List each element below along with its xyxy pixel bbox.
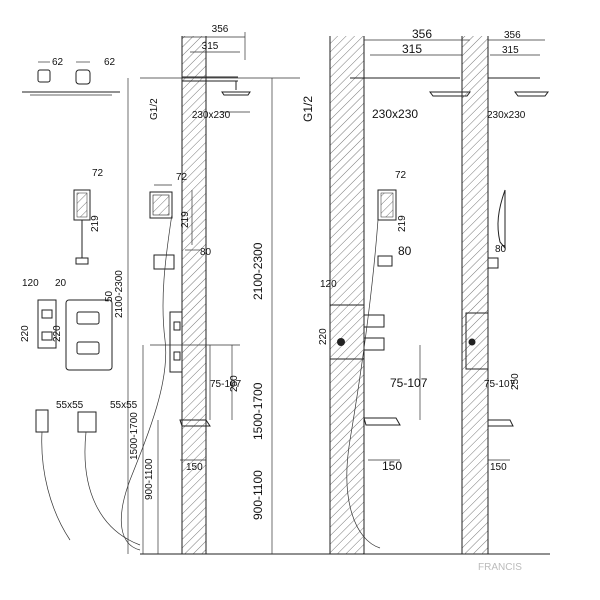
- wall-hatch: [182, 36, 206, 554]
- inlet-label: G1/2: [149, 98, 160, 120]
- right-hose: [346, 219, 381, 549]
- dim-arm-length: 315: [202, 41, 219, 52]
- dim-arm-offset-a: 62: [52, 57, 64, 68]
- dim-valve-body: 120: [22, 278, 39, 289]
- dim-head-height: 2100-2300: [114, 270, 125, 318]
- b-handheld: [497, 189, 506, 250]
- dim-right-spout-len: 150: [382, 459, 402, 473]
- right-elevation-a: 356 315 230x230 G1/2 72 219 80 120 220 7…: [251, 27, 550, 555]
- dim-handheld-width: 72: [176, 172, 188, 183]
- dim-valve-small-b: 50: [104, 290, 115, 302]
- dim-valve-body-h: 220: [20, 325, 31, 342]
- dim-right-arm-length: 315: [402, 42, 422, 56]
- dim-head-size: 230x230: [192, 110, 231, 121]
- dim-right-head-height: 2100-2300: [251, 242, 265, 300]
- dim-spout-length: 150: [186, 462, 203, 473]
- hose-left: [120, 213, 173, 551]
- outlet-front: [77, 411, 97, 433]
- dim-right-valve-height: 1500-1700: [251, 382, 265, 440]
- valve-side-view: [37, 299, 57, 349]
- dim-b-holder: 80: [495, 244, 507, 255]
- dim-valve-front-h: 220: [52, 325, 63, 342]
- dim-spout-height: 900-1100: [144, 458, 155, 500]
- handheld-head-front: [149, 191, 173, 219]
- b-valve-plate: [465, 312, 489, 370]
- dim-right-head-size: 230x230: [372, 107, 418, 121]
- dim-right-handheld-length: 219: [397, 215, 408, 232]
- outlet-side: [35, 409, 49, 433]
- dim-right-valve-box-h: 220: [318, 328, 329, 345]
- hand-shower-holder: [153, 254, 175, 270]
- valve-front-plate: [65, 299, 113, 371]
- dim-right-handheld-width: 72: [395, 170, 407, 181]
- watermark: FRANCIS: [478, 562, 522, 573]
- right-inlet-label: G1/2: [301, 96, 315, 122]
- dim-outlet-size: 55x55: [56, 400, 84, 411]
- dim-valve-height: 1500-1700: [129, 412, 140, 460]
- dim-arm-offset-b: 62: [104, 57, 116, 68]
- dim-b-spout-range: 75-107: [484, 379, 516, 390]
- dim-right-spout-height: 900-1100: [251, 470, 265, 520]
- right-elevation-b: 356 315 230x230 80 75-107 250 150 FRANCI…: [461, 30, 549, 573]
- left-detail-components: 62 62 72 219 120 220 20 50 220 55x55 55x…: [20, 57, 141, 546]
- right-handheld: [377, 189, 397, 221]
- right-tub-spout: [363, 417, 401, 426]
- b-head-side: [514, 91, 549, 97]
- arm-flange-b: [75, 69, 91, 85]
- dim-b-arm-width: 356: [504, 30, 521, 41]
- dim-right-holder-height: 80: [398, 244, 412, 258]
- dim-spout-range: 75-107: [210, 379, 242, 390]
- left-elevation: 356 315 230x230 G1/2 2100-2300 1500-1700…: [114, 24, 300, 555]
- dim-handheld-length: 219: [180, 211, 191, 228]
- right-valve-box: [329, 304, 365, 360]
- hose-outlet-b: [84, 431, 141, 546]
- dim-handheld-front-width: 72: [92, 168, 104, 179]
- dim-arm-width: 356: [212, 24, 229, 35]
- hose-outlet-a: [41, 431, 71, 541]
- dim-b-head-size: 230x230: [487, 110, 526, 121]
- arm-flange-a: [37, 69, 51, 83]
- shower-head-side: [221, 91, 251, 96]
- dim-holder-height: 80: [200, 247, 212, 258]
- right-valve-knob: [337, 338, 345, 346]
- dim-valve-small-a: 20: [55, 278, 67, 289]
- dim-spout-reach: 250: [229, 375, 240, 392]
- dim-outlet-label: 55x55: [110, 400, 138, 411]
- dim-b-spout-len: 150: [490, 462, 507, 473]
- dim-handheld-front-length: 219: [90, 215, 101, 232]
- dim-right-valve-box: 120: [320, 279, 337, 290]
- valve-panel-side: [169, 311, 183, 373]
- valve-handle-upper: [76, 311, 100, 325]
- dim-right-arm-width: 356: [412, 27, 432, 41]
- dim-b-spout-reach: 250: [510, 373, 521, 390]
- dim-right-spout-range: 75-107: [390, 376, 428, 390]
- dim-b-arm-length: 315: [502, 45, 519, 56]
- valve-handle-lower: [76, 341, 100, 355]
- tub-spout: [179, 419, 211, 427]
